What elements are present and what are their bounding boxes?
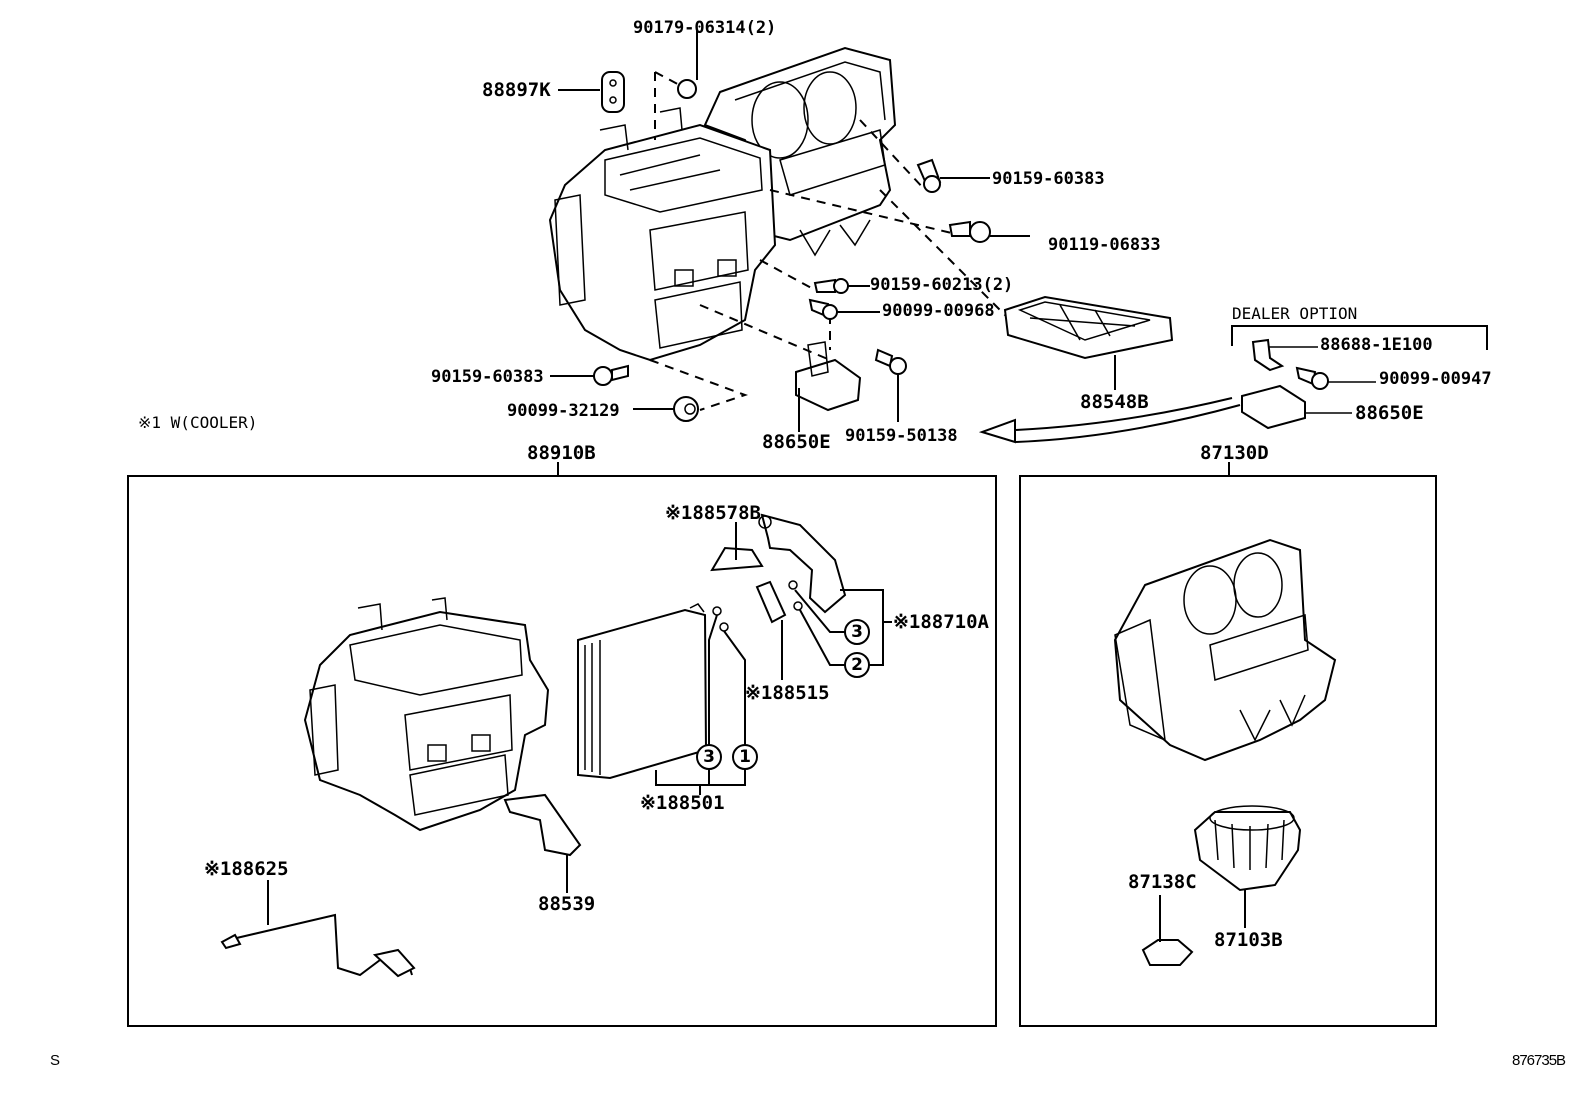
screw-90099-00947-illustration <box>1295 366 1329 390</box>
label-88650e-a: 88650E <box>762 431 831 453</box>
label-88539: 88539 <box>538 893 596 915</box>
expansion-valve-88515-illustration <box>755 580 787 624</box>
label-88897k: 88897K <box>482 79 551 101</box>
screw-90159-60383-a-illustration <box>916 158 942 193</box>
leader-lines-dealer <box>1268 346 1376 414</box>
screw-90119-06833-illustration <box>948 220 991 243</box>
amplifier-88650e-b-illustration <box>1241 384 1306 430</box>
evaporator-illustration <box>577 603 708 780</box>
callout-2-text: 2 <box>851 655 863 675</box>
label-88910b: 88910B <box>527 442 596 464</box>
label-88688-1e100: 88688-1E100 <box>1320 335 1433 355</box>
resistor-87138c-illustration <box>1141 939 1194 966</box>
box-88910b <box>127 462 997 1027</box>
label-87103b: 87103B <box>1214 929 1283 951</box>
dealer-option-label: DEALER OPTION <box>1232 304 1358 323</box>
bracket-88688-1e100-illustration <box>1251 338 1285 372</box>
callout-3-top-text: 3 <box>851 622 863 642</box>
callout-1-text: 1 <box>739 747 751 767</box>
filter-88548b-illustration <box>1003 295 1174 360</box>
relocation-arrow <box>978 397 1241 444</box>
thermistor-88625-illustration <box>220 913 416 978</box>
clip-90179-06314-illustration <box>677 79 697 99</box>
label-90119-06833: 90119-06833 <box>1048 235 1161 255</box>
label-88548b: 88548B <box>1080 391 1149 413</box>
heater-radiator-unit-illustration <box>303 597 550 832</box>
grommet-90099-32129-illustration <box>673 396 699 422</box>
screw-90159-60383-b-illustration <box>593 364 629 386</box>
label-90099-00947: 90099-00947 <box>1379 369 1492 389</box>
screw-90159-60213-illustration <box>813 278 849 294</box>
footnote-cooler: ※1 W(COOLER) <box>138 413 258 432</box>
blower-motor-87103b-illustration <box>1193 805 1302 892</box>
tube-88710a-illustration <box>758 513 847 614</box>
screw-90099-00968-illustration <box>808 298 838 320</box>
label-90099-32129: 90099-32129 <box>507 401 620 421</box>
leader-lines-left-box <box>267 522 892 925</box>
callout-2 <box>844 652 870 678</box>
amplifier-88650e-a-illustration <box>795 341 862 412</box>
screw-90159-50138-illustration <box>874 348 907 375</box>
callout-3-top <box>844 619 870 645</box>
label-90159-60213: 90159-60213(2) <box>870 275 1014 295</box>
leader-lines-top <box>550 30 1116 432</box>
label-87138c: 87138C <box>1128 871 1197 893</box>
label-87130d: 87130D <box>1200 442 1269 464</box>
label-88650e-b: 88650E <box>1355 402 1424 424</box>
callout-3-bottom <box>696 744 722 770</box>
label-88501: ※188501 <box>640 792 725 814</box>
callout-1 <box>732 744 758 770</box>
leader-lines-right-box <box>1159 890 1246 942</box>
label-90159-60383-a: 90159-60383 <box>992 169 1105 189</box>
heater-unit-assembly-illustration <box>548 46 897 362</box>
label-88625: ※188625 <box>204 858 289 880</box>
callout-3-bottom-text: 3 <box>703 747 715 767</box>
label-88710a: ※188710A <box>893 611 989 633</box>
hose-88539-illustration <box>503 793 582 857</box>
dealer-option-bracket <box>1231 325 1488 350</box>
grommet-88897k-illustration <box>601 71 625 113</box>
label-90159-60383-b: 90159-60383 <box>431 367 544 387</box>
label-90159-50138: 90159-50138 <box>845 426 958 446</box>
label-88515: ※188515 <box>745 682 830 704</box>
callout-circles: 3 2 3 1 <box>696 619 870 770</box>
box-87130d <box>1019 462 1437 1027</box>
figure-id: 876735B <box>1512 1052 1566 1069</box>
label-90099-00968: 90099-00968 <box>882 301 995 321</box>
label-90179-06314: 90179-06314(2) <box>633 18 777 38</box>
corner-mark: S <box>50 1052 60 1069</box>
blower-unit-illustration <box>1113 538 1337 762</box>
label-88578b: ※188578B <box>665 502 761 524</box>
